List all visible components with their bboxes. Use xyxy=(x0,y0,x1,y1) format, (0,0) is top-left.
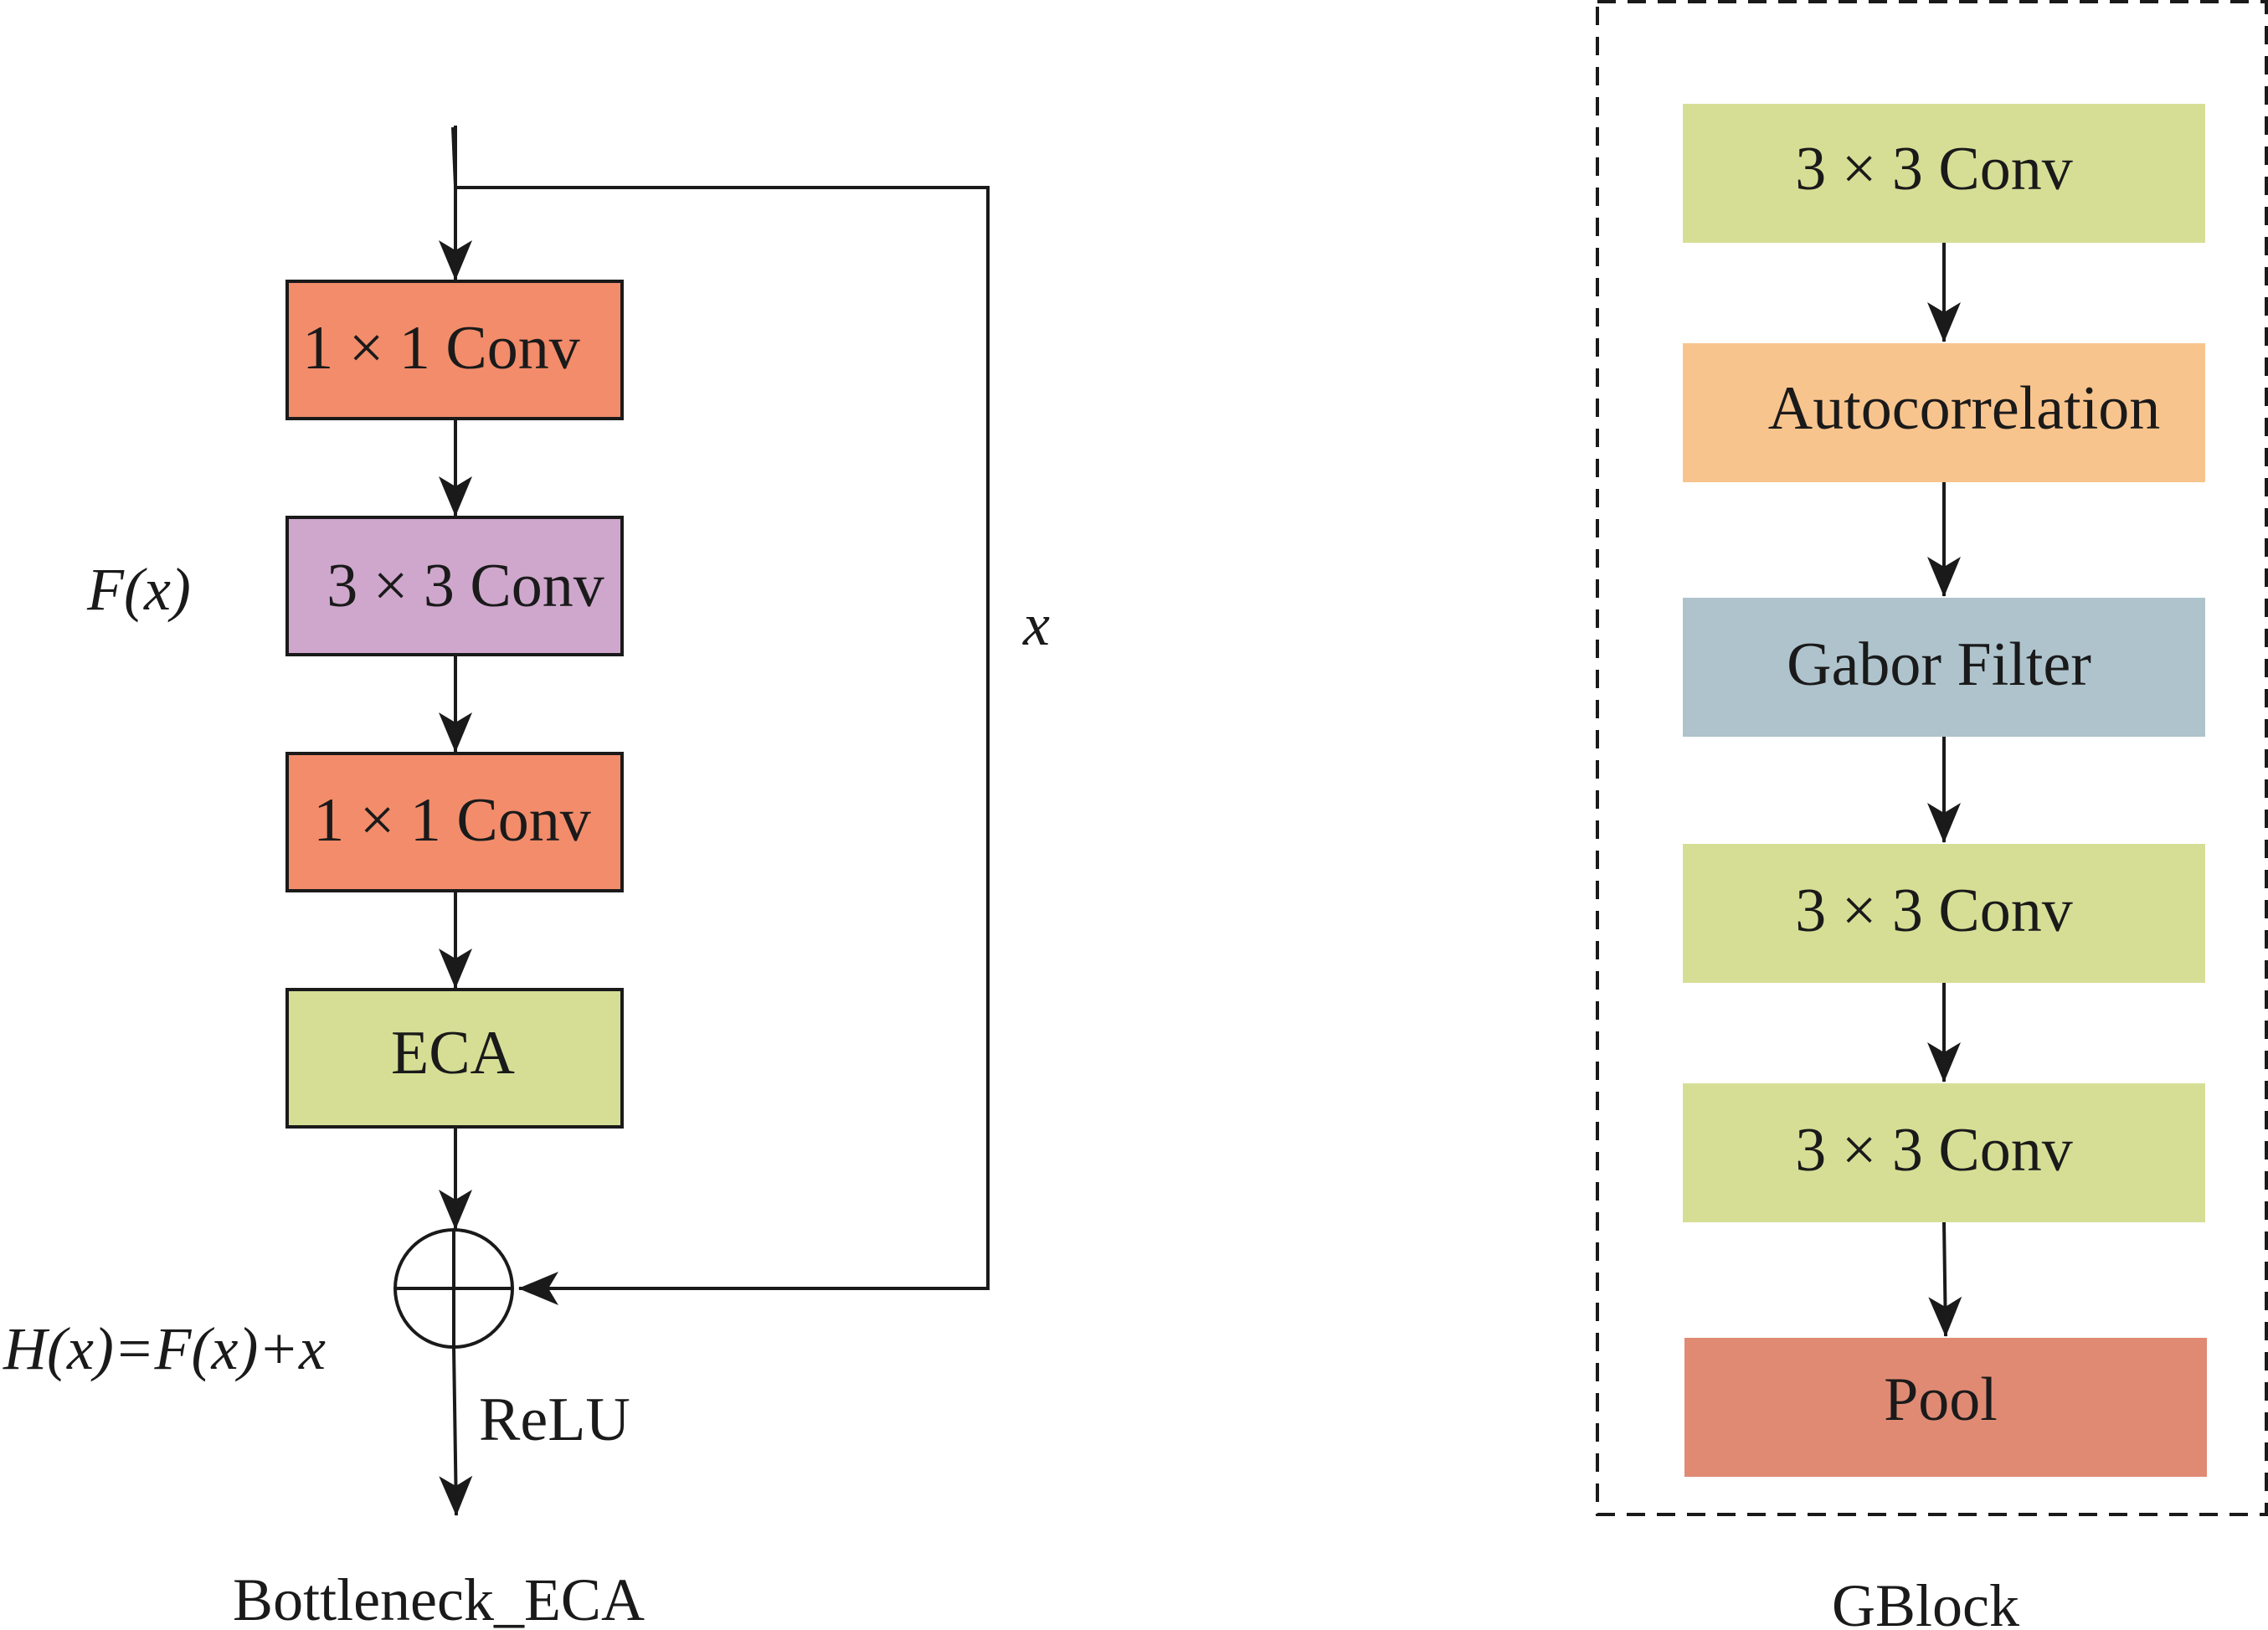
gblock-caption: GBlock xyxy=(1832,1572,2019,1630)
eca-rect xyxy=(285,988,624,1129)
gblock-conv3x3-rect-a xyxy=(1683,104,2205,243)
gblock-conv3x3-block-c: 3 × 3 Conv xyxy=(1683,1083,2205,1222)
gblock-conv3x3-rect-b xyxy=(1683,844,2205,983)
conv3x3-block-bottleneck: 3 × 3 Conv xyxy=(285,516,624,656)
autocorrelation-rect xyxy=(1683,343,2205,482)
conv1x1-block-b: 1 × 1 Conv xyxy=(285,752,624,892)
conv1x1-label-a: 1 × 1 Conv xyxy=(302,314,580,383)
conv1x1-block-a: 1 × 1 Conv xyxy=(285,280,624,420)
gblock-dashed-frame xyxy=(1596,0,2268,1516)
gblock-conv3x3-rect-c xyxy=(1683,1083,2205,1222)
skip-connection-line xyxy=(455,186,990,1305)
gblock-diagram: 3 × 3 Conv Autocorrelation Gabor Filter … xyxy=(1596,0,2268,1630)
gblock-conv3x3-block-b: 3 × 3 Conv xyxy=(1683,844,2205,983)
gblock-arrow-5 xyxy=(1928,1221,1962,1337)
conv1x1-rect-a xyxy=(285,280,624,420)
conv3x3-label-bottleneck: 3 × 3 Conv xyxy=(327,552,604,620)
eca-label: ECA xyxy=(391,1019,515,1088)
hx-formula-label: H(x)=F(x)+x xyxy=(3,1315,326,1382)
bottleneck-caption: Bottleneck_ECA xyxy=(233,1566,645,1630)
output-arrow xyxy=(439,1346,473,1516)
fx-label: F(x) xyxy=(86,556,191,623)
pool-rect xyxy=(1684,1338,2207,1477)
gblock-conv3x3-block-a: 3 × 3 Conv xyxy=(1683,104,2205,243)
autocorrelation-block: Autocorrelation xyxy=(1683,343,2205,482)
circled-plus-icon xyxy=(393,1228,514,1349)
pool-label: Pool xyxy=(1884,1365,1998,1434)
gabor-filter-rect xyxy=(1683,598,2205,737)
gabor-filter-label: Gabor Filter xyxy=(1787,630,2091,699)
gblock-conv3x3-label-a: 3 × 3 Conv xyxy=(1795,135,2073,203)
gblock-conv3x3-label-b: 3 × 3 Conv xyxy=(1795,877,2073,945)
bottleneck-eca-diagram: 1 × 1 Conv 3 × 3 Conv 1 × 1 Conv ECA xyxy=(3,126,1050,1630)
gblock-conv3x3-label-c: 3 × 3 Conv xyxy=(1795,1116,2073,1185)
eca-block: ECA xyxy=(285,988,624,1129)
conv1x1-rect-b xyxy=(285,752,624,892)
pool-block: Pool xyxy=(1684,1338,2207,1477)
conv1x1-label-b: 1 × 1 Conv xyxy=(313,786,591,855)
relu-label: ReLU xyxy=(479,1386,630,1454)
gabor-filter-block: Gabor Filter xyxy=(1683,598,2205,737)
skip-x-label: x xyxy=(1022,591,1050,658)
autocorrelation-label: Autocorrelation xyxy=(1768,374,2161,443)
